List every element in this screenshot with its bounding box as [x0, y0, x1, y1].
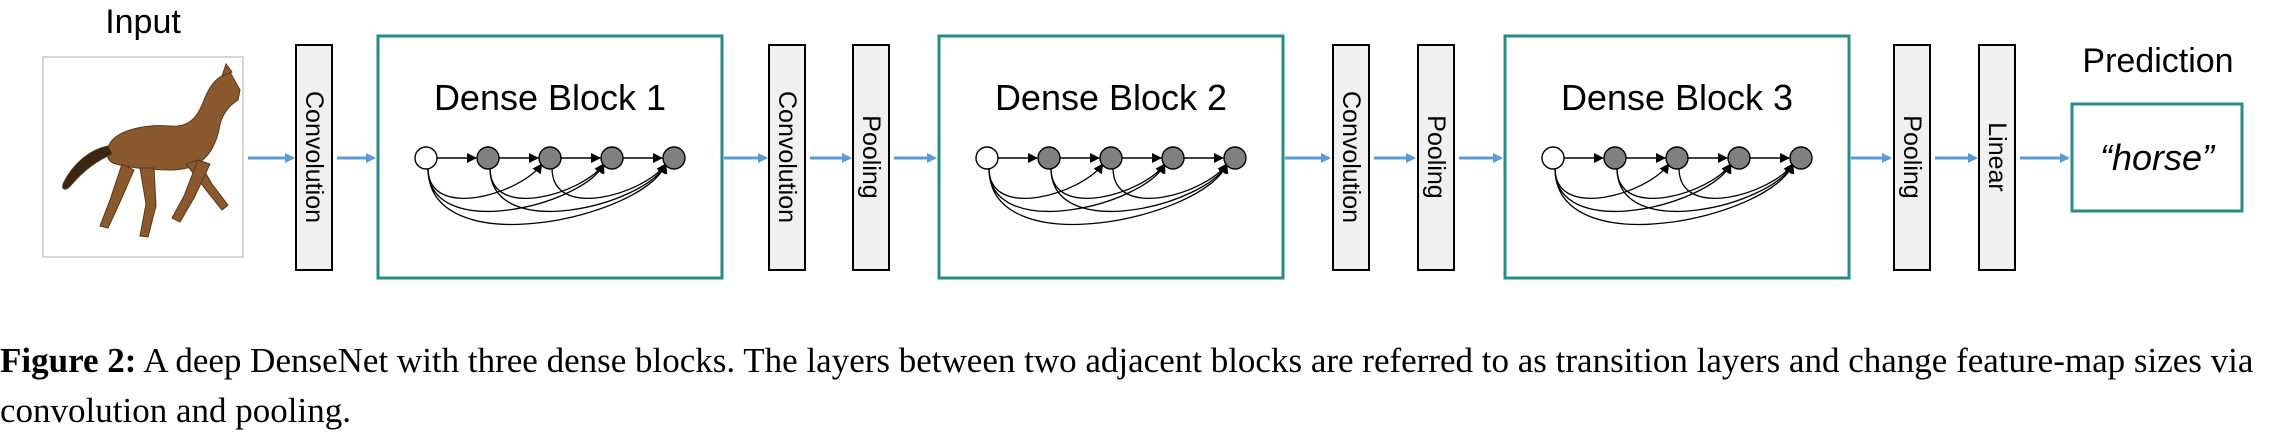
layer-label: Linear — [1983, 122, 2011, 192]
input-node — [1541, 146, 1565, 170]
layer-pooling-3: Pooling — [1893, 44, 1931, 271]
layer-pooling-1: Pooling — [852, 44, 890, 271]
dense-block-title: Dense Block 2 — [995, 77, 1227, 118]
skip-connection — [1050, 163, 1166, 199]
skip-connection — [1554, 163, 1795, 225]
skip-connection — [1554, 163, 1670, 199]
skip-connection — [1554, 163, 1732, 213]
input-image — [42, 56, 244, 258]
layer-node — [662, 146, 686, 170]
block-connections — [1541, 146, 1813, 225]
input-node — [975, 146, 999, 170]
caption-text: A deep DenseNet with three dense blocks.… — [0, 341, 2254, 430]
layer-node — [476, 146, 500, 170]
skip-connection — [551, 163, 667, 199]
layer-node — [1223, 146, 1247, 170]
dense-block-3: Dense Block 3 — [1503, 34, 1851, 280]
caption-label: Figure 2: — [0, 341, 137, 380]
layer-label: Convolution — [1337, 91, 1365, 223]
block-connections — [975, 146, 1247, 225]
dense-block-title: Dense Block 3 — [1561, 77, 1793, 118]
skip-connection — [489, 163, 667, 213]
skip-connection — [1112, 163, 1228, 199]
layer-convolution-3: Convolution — [1332, 44, 1370, 271]
layer-label: Pooling — [1422, 115, 1450, 198]
skip-connection — [1616, 163, 1794, 213]
skip-connection — [427, 163, 668, 225]
layer-label: Pooling — [857, 115, 885, 198]
figure-caption: Figure 2: A deep DenseNet with three den… — [0, 336, 2292, 436]
dense-block-title: Dense Block 1 — [434, 77, 666, 118]
layer-linear: Linear — [1978, 44, 2016, 271]
layer-node — [600, 146, 624, 170]
input-label: Input — [105, 3, 181, 41]
prediction-box: “horse” — [2070, 102, 2244, 213]
dense-block-1: Dense Block 1 — [376, 34, 724, 280]
layer-convolution-1: Convolution — [295, 44, 333, 271]
layer-node — [1161, 146, 1185, 170]
skip-connection — [988, 163, 1166, 213]
densenet-diagram: Input Convolution Dense Block 1 Convolut… — [42, 3, 2244, 280]
horse-icon — [62, 62, 241, 238]
skip-connection — [1616, 163, 1732, 199]
skip-connection — [988, 163, 1104, 199]
layer-node — [1037, 146, 1061, 170]
skip-connection — [1050, 163, 1228, 213]
layer-node — [1665, 146, 1689, 170]
layer-node — [1727, 146, 1751, 170]
prediction-label: Prediction — [2082, 42, 2233, 80]
layer-label: Pooling — [1898, 115, 1926, 198]
dense-block-2: Dense Block 2 — [937, 34, 1285, 280]
layer-convolution-2: Convolution — [768, 44, 806, 271]
layer-label: Convolution — [773, 91, 801, 223]
layer-node — [1789, 146, 1813, 170]
skip-connection — [489, 163, 605, 199]
block-connections — [414, 146, 686, 225]
prediction-value: “horse” — [2100, 137, 2216, 178]
layer-node — [538, 146, 562, 170]
input-node — [414, 146, 438, 170]
skip-connection — [427, 163, 543, 199]
layer-label: Convolution — [300, 91, 328, 223]
layer-node — [1603, 146, 1627, 170]
skip-connection — [427, 163, 605, 213]
layer-pooling-2: Pooling — [1417, 44, 1455, 271]
skip-connection — [1678, 163, 1794, 199]
layer-node — [1099, 146, 1123, 170]
skip-connection — [988, 163, 1229, 225]
